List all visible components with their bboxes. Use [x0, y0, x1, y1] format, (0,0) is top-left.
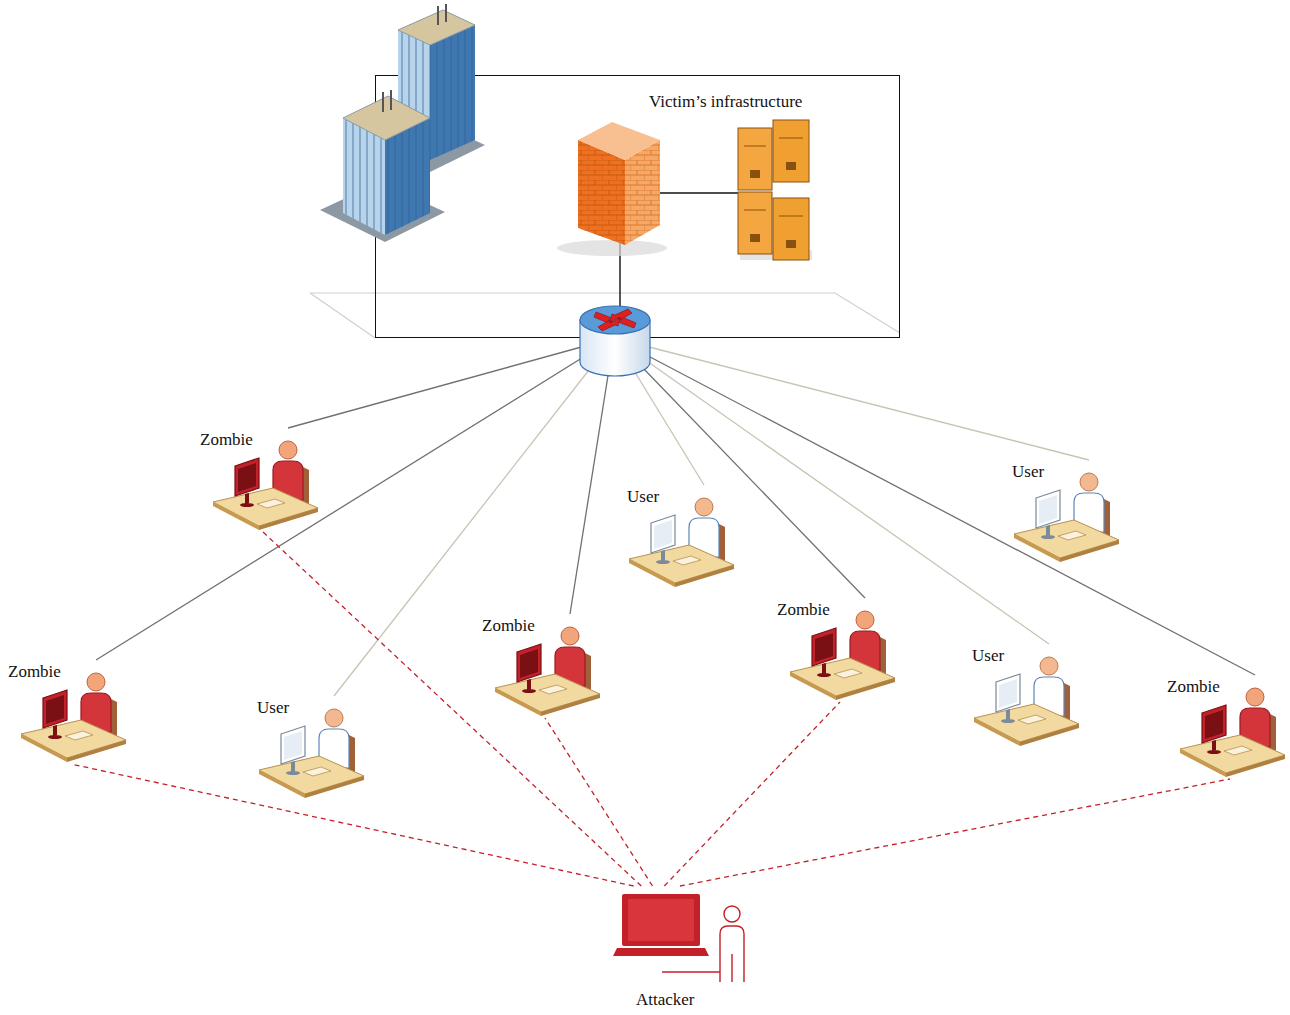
- building-symbol: [320, 4, 485, 242]
- node-label: User: [627, 487, 659, 507]
- server-symbol-part: [738, 128, 772, 190]
- network-link: [614, 338, 1089, 460]
- building-symbol-part: [390, 90, 392, 110]
- user-workstation-icon: [1014, 468, 1120, 563]
- firewall-symbol-part: [625, 140, 660, 245]
- building-symbol-part: [380, 122, 485, 172]
- server-symbol-part: [779, 216, 803, 217]
- zombie-workstation-icon: [213, 436, 319, 531]
- zombie-workstation-icon: [495, 622, 601, 717]
- user-workstation-icon: [974, 652, 1080, 747]
- building-symbol-part: [343, 118, 385, 235]
- control-link: [680, 779, 1230, 886]
- network-link: [614, 338, 865, 598]
- network-link: [288, 338, 614, 428]
- firewall-symbol-part: [625, 140, 660, 245]
- ground-plane-part: [310, 293, 375, 338]
- server-symbol-part: [786, 240, 796, 248]
- server-symbol-part: [773, 120, 809, 182]
- server-symbol-part: [740, 250, 812, 260]
- server-symbol-part: [744, 146, 766, 147]
- zombie-node: Zombie: [6, 660, 128, 764]
- firewall-symbol: [557, 122, 667, 256]
- building-symbol-part: [320, 182, 445, 242]
- zombie-workstation-icon: [21, 668, 127, 763]
- control-link: [545, 718, 653, 886]
- router-symbol-part: [598, 318, 620, 331]
- user-node: User: [1010, 460, 1120, 564]
- building-symbol-part: [343, 96, 430, 140]
- firewall-symbol-part: [578, 140, 625, 245]
- node-label: Zombie: [200, 430, 253, 450]
- ground-plane: [310, 293, 900, 338]
- firewall-symbol-part: [578, 122, 660, 160]
- server-symbol-part: [738, 192, 772, 254]
- router-symbol-part: [594, 312, 618, 326]
- node-label: Zombie: [482, 616, 535, 636]
- control-link: [263, 532, 641, 886]
- server-symbol: [738, 120, 812, 260]
- server-symbol-part: [779, 138, 803, 139]
- network-wire-part: [619, 240, 620, 310]
- router-symbol-part: [580, 320, 650, 376]
- zombie-node: Zombie: [480, 614, 602, 718]
- server-symbol-part: [773, 198, 809, 260]
- network-link: [614, 338, 1049, 644]
- user-node: User: [255, 696, 365, 800]
- node-label: Zombie: [777, 600, 830, 620]
- router-symbol-part: [580, 306, 650, 334]
- network-link: [570, 338, 614, 614]
- region-heading: Victim’s infrastructure: [649, 92, 802, 112]
- server-symbol-part: [750, 234, 760, 242]
- control-link: [664, 702, 840, 886]
- node-label: User: [972, 646, 1004, 666]
- network-wire: [620, 193, 740, 310]
- building-symbol-part: [430, 25, 475, 160]
- control-link: [71, 764, 634, 886]
- user-workstation-icon: [259, 704, 365, 799]
- building-symbol-part: [437, 6, 439, 25]
- building-symbol-part: [382, 92, 384, 112]
- zombie-node: Zombie: [198, 428, 320, 532]
- node-label: User: [257, 698, 289, 718]
- router-symbol: [580, 306, 650, 376]
- building-symbol-part: [398, 30, 430, 160]
- firewall-symbol-part: [578, 140, 625, 245]
- attacker-laptop-icon: [612, 886, 752, 986]
- server-symbol-part: [750, 170, 760, 178]
- network-link: [614, 338, 1255, 675]
- building-symbol-part: [430, 25, 475, 160]
- zombie-workstation-icon: [1180, 683, 1286, 778]
- zombie-workstation-icon: [790, 606, 896, 701]
- network-link: [334, 338, 614, 696]
- node-label: Zombie: [1167, 677, 1220, 697]
- building-symbol-part: [343, 118, 385, 235]
- node-label: User: [1012, 462, 1044, 482]
- router-symbol-part: [612, 314, 636, 328]
- building-symbol-part: [398, 30, 430, 160]
- user-node: User: [625, 485, 735, 589]
- node-label: Attacker: [636, 990, 695, 1010]
- router-symbol-part: [610, 309, 632, 322]
- user-node: User: [970, 644, 1080, 748]
- attacker-node: Attacker: [612, 886, 762, 1012]
- building-symbol-part: [398, 10, 475, 45]
- node-label: Zombie: [8, 662, 61, 682]
- building-symbol-part: [385, 118, 430, 235]
- network-wire-part: [660, 192, 740, 193]
- zombie-node: Zombie: [1165, 675, 1287, 779]
- building-symbol-part: [445, 4, 447, 22]
- infrastructure-box: Victim’s infrastructure: [375, 75, 900, 338]
- ground-plane-part: [310, 293, 900, 333]
- server-symbol-part: [786, 162, 796, 170]
- network-link: [96, 338, 614, 660]
- user-workstation-icon: [629, 493, 735, 588]
- firewall-symbol-part: [557, 240, 667, 256]
- building-symbol-part: [385, 118, 430, 235]
- zombie-node: Zombie: [775, 598, 897, 702]
- server-symbol-part: [744, 210, 766, 211]
- network-link: [614, 338, 704, 485]
